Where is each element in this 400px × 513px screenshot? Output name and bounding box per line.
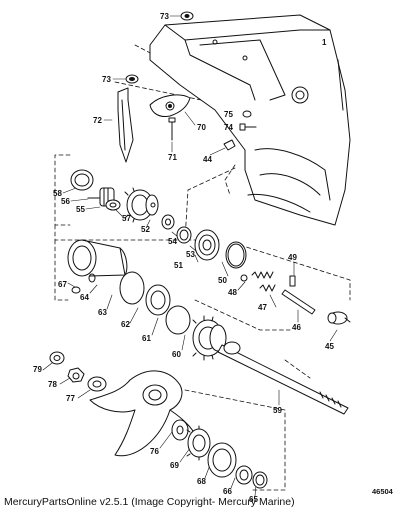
gear-housing	[149, 14, 351, 226]
pinion-nut-57	[105, 199, 121, 211]
callout-65: 65	[249, 495, 258, 504]
callout-49: 49	[288, 253, 297, 262]
callout-51: 51	[174, 261, 183, 270]
callout-64: 64	[80, 293, 89, 302]
prop-nut-79	[49, 351, 65, 365]
bearing-62	[145, 284, 171, 316]
detent-pin-49	[289, 275, 296, 287]
callout-1: 1	[322, 38, 327, 47]
bearing-cup-58	[70, 169, 94, 191]
o-ring-63	[119, 271, 145, 305]
callout-57: 57	[122, 214, 131, 223]
washer-75	[242, 110, 252, 118]
bearing-assembly-51	[194, 229, 220, 261]
nut-73-top	[180, 11, 194, 21]
callout-71: 71	[168, 153, 177, 162]
spring-47	[251, 271, 276, 292]
callout-66: 66	[223, 487, 232, 496]
callout-69: 69	[170, 461, 179, 470]
callout-46: 46	[292, 323, 301, 332]
callout-75: 75	[224, 110, 233, 119]
callout-60: 60	[172, 350, 181, 359]
shim-50	[225, 241, 247, 269]
tab-washer-78	[67, 367, 85, 383]
callout-72: 72	[93, 116, 102, 125]
callout-44: 44	[203, 155, 212, 164]
o-ring-67	[71, 286, 81, 294]
cam-45	[327, 311, 351, 325]
callout-63: 63	[98, 308, 107, 317]
reverse-gear-60	[192, 315, 227, 361]
cam-follower-46	[281, 289, 316, 315]
callout-62: 62	[121, 320, 130, 329]
figure-number: 46504	[372, 487, 393, 496]
callout-56: 56	[61, 197, 70, 206]
propeller-shaft-59	[217, 341, 349, 415]
callout-78: 78	[48, 380, 57, 389]
callout-45: 45	[325, 342, 334, 351]
clip-44	[223, 139, 236, 151]
ball-48	[240, 274, 248, 282]
bearing-carrier-64	[67, 239, 128, 283]
nut-73-lower	[125, 74, 139, 84]
image-copyright-caption: MercuryPartsOnline v2.5.1 (Image Copyrig…	[4, 496, 295, 508]
thrust-hub-77	[87, 376, 107, 392]
callout-73-lower: 73	[102, 75, 111, 84]
callout-73-top: 73	[160, 12, 169, 21]
forward-gear-68	[207, 442, 237, 478]
screw-74	[239, 123, 257, 131]
callout-67: 67	[58, 280, 67, 289]
anode-plate-70	[149, 94, 191, 117]
callout-68: 68	[197, 477, 206, 486]
bearing-66	[235, 465, 253, 485]
callout-79: 79	[33, 365, 42, 374]
clutch-69	[186, 425, 211, 461]
bearing-53	[176, 226, 192, 244]
propeller	[89, 370, 201, 457]
callout-74: 74	[224, 123, 233, 132]
callout-58: 58	[53, 189, 62, 198]
callout-47: 47	[258, 303, 267, 312]
callout-55: 55	[76, 205, 85, 214]
bearing-cup-65	[252, 471, 268, 489]
callout-70: 70	[197, 123, 206, 132]
callout-61: 61	[142, 334, 151, 343]
callout-50: 50	[218, 276, 227, 285]
washer-76	[171, 419, 189, 441]
shim-61	[165, 305, 191, 335]
pinion-gear-52	[124, 187, 159, 223]
spacer-54	[161, 214, 175, 230]
callout-77: 77	[66, 394, 75, 403]
callout-54: 54	[168, 237, 177, 246]
callout-76: 76	[150, 447, 159, 456]
callout-labels: 1 73 73 72 70 71 74 75 44 58 56 55 57 52…	[33, 12, 334, 504]
trim-tab-72	[117, 87, 134, 163]
screw-71	[168, 117, 176, 141]
callout-52: 52	[141, 225, 150, 234]
callout-59: 59	[273, 406, 282, 415]
callout-48: 48	[228, 288, 237, 297]
callout-53: 53	[186, 250, 195, 259]
